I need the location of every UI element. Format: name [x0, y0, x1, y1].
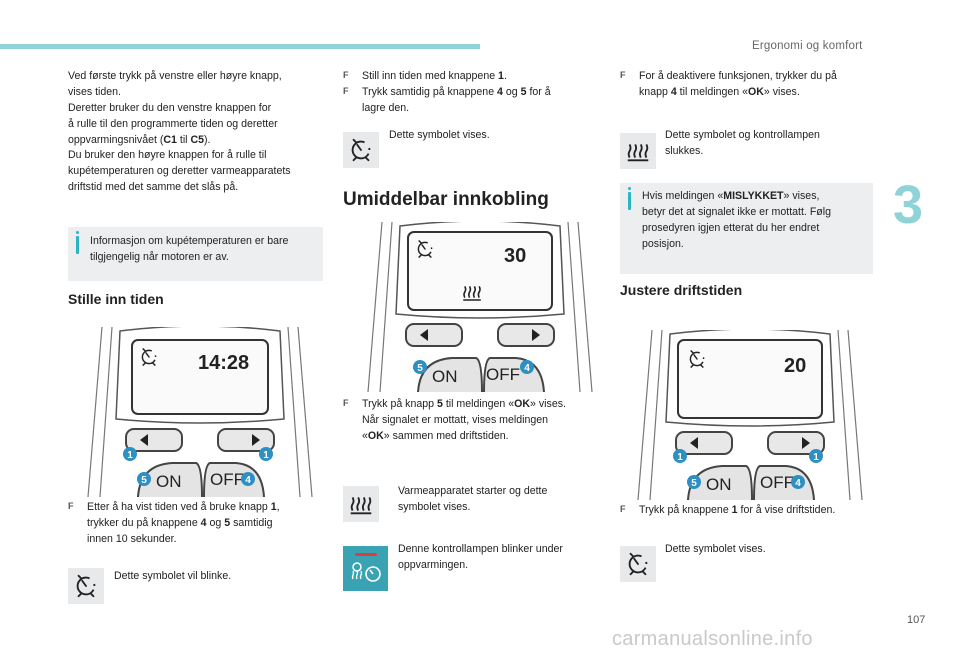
heading-set-time: Stille inn tiden — [68, 291, 164, 307]
remote-off-label: OFF — [210, 470, 244, 489]
remote-on-label: ON — [432, 367, 458, 386]
remote-on-label: ON — [706, 475, 732, 494]
lamp-blinks-text: Denne kontrollampen blinker under oppvar… — [398, 543, 563, 571]
svg-text:4: 4 — [795, 478, 801, 489]
heading-adjust-runtime: Justere driftstiden — [620, 282, 743, 298]
svg-text:1: 1 — [127, 450, 133, 461]
info-icon — [76, 231, 79, 254]
bullet-deactivate: For å deaktivere funksjonen, trykker du … — [620, 69, 880, 101]
bullet-set-time: Etter å ha vist tiden ved å bruke knapp … — [68, 500, 330, 548]
remote-display-runtime: 20 — [784, 355, 806, 377]
info-box-failed: Hvis meldingen «MISLYKKET» vises, betyr … — [620, 183, 873, 274]
timer-icon — [620, 546, 656, 582]
intro-paragraph: Ved første trykk på venstre eller høyre … — [68, 70, 291, 194]
remote-off-label: OFF — [760, 473, 794, 492]
chapter-number: 3 — [893, 175, 924, 235]
remote-control-illustration-immediate: 30 ON OFF 5 4 — [367, 222, 593, 392]
section-title: Ergonomi og komfort — [752, 40, 863, 52]
remote-on-label: ON — [156, 472, 182, 491]
remote-control-illustration-time: 14:28 ON OFF 1 1 5 4 — [87, 327, 313, 497]
info-icon — [628, 187, 631, 210]
symbol-off-text: Dette symbolet og kontrollampen slukkes. — [665, 129, 820, 157]
svg-text:1: 1 — [813, 452, 819, 463]
svg-text:4: 4 — [245, 475, 251, 486]
bullet-immediate-start: Trykk på knapp 5 til meldingen «OK» vise… — [343, 397, 605, 445]
svg-text:5: 5 — [141, 475, 147, 486]
remote-display-time: 14:28 — [198, 352, 249, 374]
symbol-shown-text: Dette symbolet vises. — [389, 129, 490, 141]
heater-icon — [343, 486, 379, 522]
timer-icon — [68, 568, 104, 604]
bullet-show-runtime: Trykk på knappene 1 for å vise driftstid… — [620, 503, 882, 519]
info-box-cabin-temp: Informasjon om kupétemperaturen er bare … — [68, 227, 323, 281]
remote-display-runtime: 30 — [504, 245, 526, 267]
heading-immediate-start: Umiddelbar innkobling — [343, 189, 549, 210]
watermark: carmanualsonline.info — [612, 628, 813, 649]
warning-lamp-icon — [343, 546, 388, 591]
heater-icon — [620, 133, 656, 169]
timer-icon — [343, 132, 379, 168]
svg-text:5: 5 — [691, 478, 697, 489]
svg-text:5: 5 — [417, 363, 423, 374]
timer-blink-text: Dette symbolet vil blinke. — [114, 570, 232, 582]
svg-text:1: 1 — [677, 452, 683, 463]
header-accent-bar — [0, 44, 480, 49]
remote-off-label: OFF — [486, 365, 520, 384]
svg-text:1: 1 — [263, 450, 269, 461]
symbol-shown-text: Dette symbolet vises. — [665, 543, 766, 555]
svg-text:4: 4 — [524, 363, 530, 374]
bullet-save-time: Trykk samtidig på knappene 4 og 5 for å … — [343, 85, 601, 117]
bullet-set-time-buttons: Still inn tiden med knappene 1. — [343, 69, 601, 85]
heater-starts-text: Varmeapparatet starter og dette symbolet… — [398, 485, 548, 513]
remote-control-illustration-runtime: 20 ON OFF 1 1 5 4 — [637, 330, 863, 500]
page-number: 107 — [907, 614, 926, 626]
